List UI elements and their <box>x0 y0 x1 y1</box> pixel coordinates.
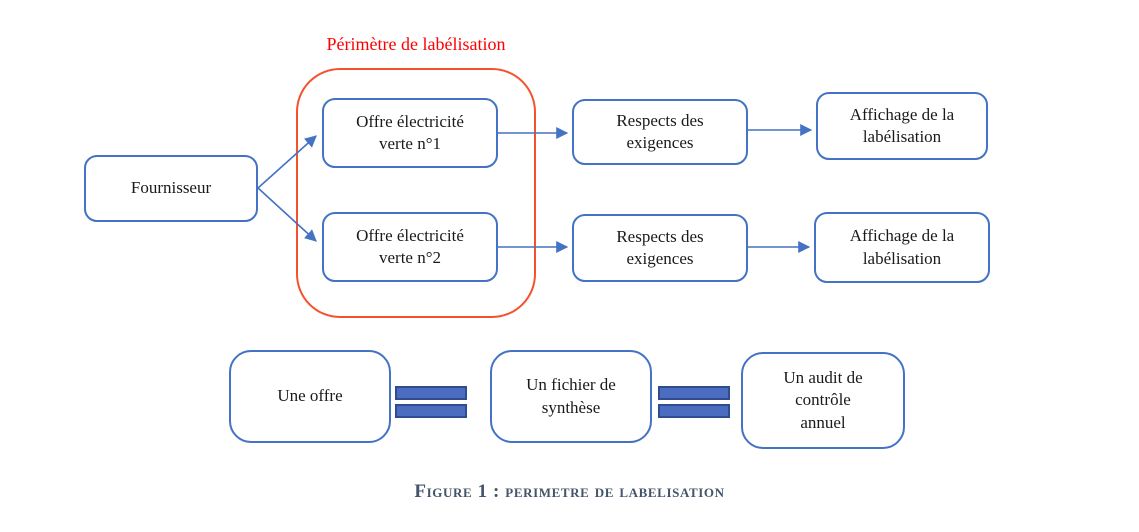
offre-2-box: Offre électricité verte n°2 <box>322 212 498 282</box>
affichage-labelisation-1-box: Affichage de la labélisation <box>816 92 988 160</box>
equals-bar-top <box>658 386 730 400</box>
equals-bar-bottom <box>658 404 730 418</box>
fichier-synthese-label: Un fichier de synthèse <box>526 375 616 417</box>
equals-bar-top <box>395 386 467 400</box>
une-offre-label: Une offre <box>277 386 343 406</box>
respects-exigences-2-label: Respects des exigences <box>616 226 704 268</box>
offre-1-box: Offre électricité verte n°1 <box>322 98 498 168</box>
audit-controle-box: Un audit de contrôle annuel <box>741 352 905 449</box>
respects-exigences-1-box: Respects des exigences <box>572 99 748 165</box>
perimeter-title: Périmètre de labélisation <box>326 34 506 54</box>
equals-icon <box>395 386 467 418</box>
respects-exigences-2-box: Respects des exigences <box>572 214 748 282</box>
fournisseur-label: Fournisseur <box>130 178 212 198</box>
equals-icon <box>658 386 730 418</box>
equals-bar-bottom <box>395 404 467 418</box>
fournisseur-box: Fournisseur <box>84 155 258 222</box>
fichier-synthese-box: Un fichier de synthèse <box>490 350 652 443</box>
figure-caption: Figure 1 : perimetre de labelisation <box>414 481 725 502</box>
affichage-labelisation-2-label: Affichage de la labélisation <box>849 226 955 268</box>
respects-exigences-1-label: Respects des exigences <box>616 110 704 152</box>
offre-2-label: Offre électricité verte n°2 <box>356 225 464 267</box>
affichage-labelisation-1-label: Affichage de la labélisation <box>849 104 955 146</box>
offre-1-label: Offre électricité verte n°1 <box>356 111 464 153</box>
audit-controle-label: Un audit de contrôle annuel <box>783 367 863 432</box>
affichage-labelisation-2-box: Affichage de la labélisation <box>814 212 990 283</box>
une-offre-box: Une offre <box>229 350 391 443</box>
